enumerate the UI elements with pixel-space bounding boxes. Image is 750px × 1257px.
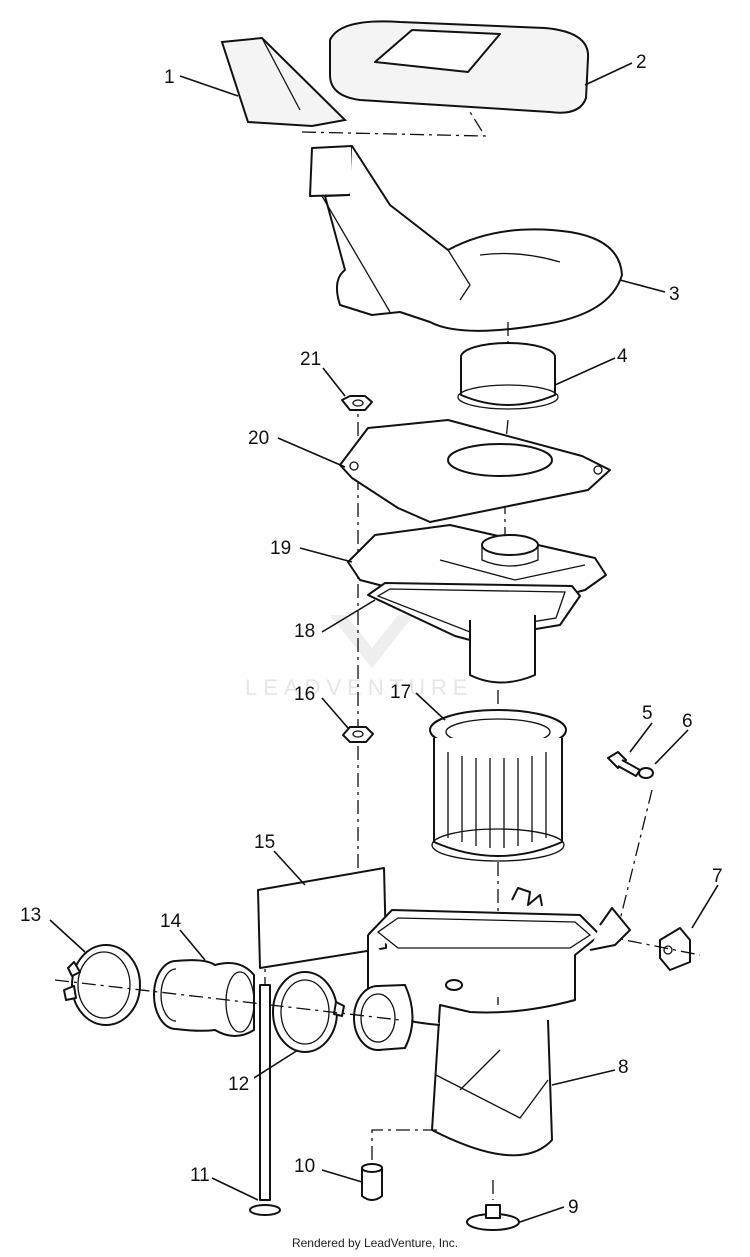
part-10-grommet (361, 1163, 383, 1201)
callout-4: 4 (617, 346, 628, 367)
part-15-decal (257, 867, 387, 969)
callout-8: 8 (618, 1057, 629, 1078)
callout-numbers: 1 2 3 4 5 6 7 8 9 10 11 12 13 14 15 16 1… (20, 52, 723, 1218)
callout-6: 6 (682, 711, 693, 732)
part-14-rubber-boot (153, 959, 255, 1037)
watermark: LEADVENTURE (245, 615, 474, 700)
callout-16: 16 (294, 684, 315, 705)
callout-13: 13 (20, 905, 41, 926)
callout-18: 18 (294, 621, 315, 642)
callout-19: 19 (270, 538, 291, 559)
callout-14: 14 (160, 911, 182, 932)
part-3-intake-cover (309, 145, 623, 332)
callout-1: 1 (164, 67, 175, 88)
callout-10: 10 (294, 1156, 315, 1177)
callout-15: 15 (254, 832, 275, 853)
callout-20: 20 (248, 428, 269, 449)
part-11-bolt (249, 984, 281, 1216)
callout-17: 17 (390, 682, 411, 703)
callout-2: 2 (636, 52, 647, 73)
part-12-clamp (272, 971, 345, 1053)
part-1-foam-prefilter (220, 36, 348, 128)
callout-12: 12 (228, 1074, 249, 1095)
part-2-foam-seal (329, 20, 590, 114)
part-20-cover-plate (339, 419, 611, 523)
part-21-nut (341, 395, 373, 411)
callout-7: 7 (712, 866, 723, 887)
footer-credit: Rendered by LeadVenture, Inc. (291, 1236, 459, 1250)
part-17-filter-element (429, 709, 567, 862)
callout-9: 9 (568, 1197, 579, 1218)
callout-21: 21 (300, 349, 321, 370)
callout-5: 5 (642, 703, 653, 724)
part-5-screw (607, 751, 641, 777)
callout-11: 11 (190, 1165, 210, 1186)
leader-lines (49, 62, 719, 1223)
part-16-nut (342, 726, 374, 743)
part-7-clip (659, 927, 691, 971)
callout-3: 3 (669, 284, 680, 305)
part-9-drain-valve (466, 1204, 520, 1231)
part-13-clamp (63, 944, 141, 1026)
part-6-washer (638, 767, 654, 779)
watermark-text: LEADVENTURE (245, 675, 474, 700)
part-4-coupler (457, 342, 559, 410)
